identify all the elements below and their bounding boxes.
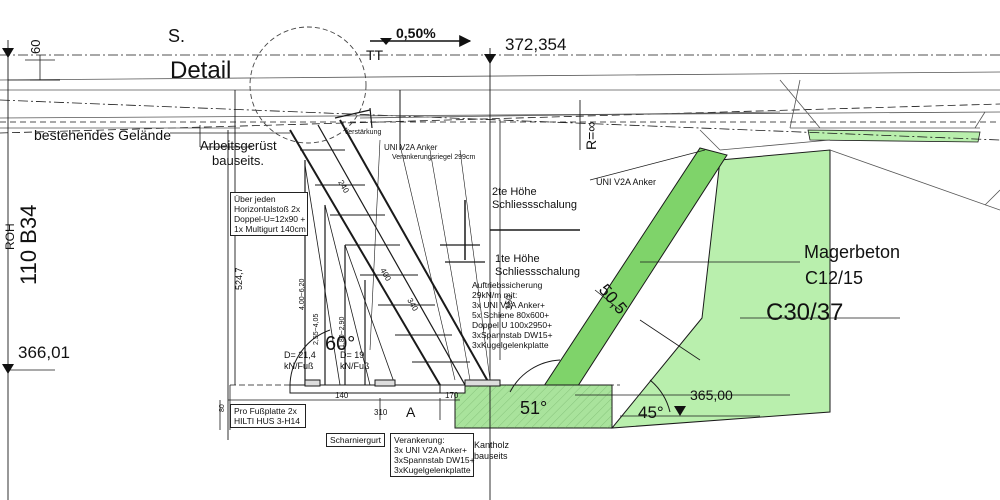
label-b34: 110 B34	[16, 205, 41, 285]
label-dim-350: 350	[504, 295, 514, 310]
note-base-plate: Pro Fußplatte 2x HILTI HUS 3-H14	[230, 404, 306, 428]
label-bestehendes: bestehendes Gelände	[34, 127, 171, 143]
label-s: S.	[168, 26, 185, 46]
label-dim-255-405: 2,55~4,05	[313, 314, 320, 345]
note-line: 3xSpannstab DW15+	[472, 330, 553, 340]
label-arbeitsgeruest-1: Arbeitsgerüst	[200, 138, 277, 153]
label-elev-right: 365,00	[690, 387, 733, 403]
note-line: HILTI HUS 3-H14	[234, 416, 300, 426]
label-dim-80: 80	[219, 404, 226, 412]
label-dim-400-620: 4,00~6,20	[299, 279, 306, 310]
label-d-right-2: kN/Fuß	[340, 361, 370, 371]
note-line: 29kN/m mit:	[472, 290, 518, 300]
note-horizontal-joint: Über jeden Horizontalstoß 2x Doppel-U=12…	[230, 192, 308, 236]
foundation-hatch	[455, 385, 612, 428]
note-line: 3xKugelgelenkplatte	[472, 340, 549, 350]
closing-formwork	[440, 149, 706, 263]
label-schliess1-1: 1te Höhe	[495, 253, 540, 265]
label-angle-60: 60°	[325, 333, 355, 355]
label-dim-60: 60	[28, 40, 43, 54]
detail-circle	[249, 26, 367, 144]
label-dim-340: 340	[405, 297, 420, 314]
note-line: 5x Schiene 80x600+	[472, 310, 550, 320]
label-schliess2-1: 2te Höhe	[492, 186, 537, 198]
note-line: 3xKugelgelenkplatte	[394, 465, 471, 475]
label-dim-180-290: 1,80~2,90	[339, 317, 346, 348]
label-tt: TT	[366, 47, 384, 63]
note-verankerung: Verankerung: 3x UNI V2A Anker+ 3xSpannst…	[390, 433, 475, 477]
magerbeton-fill	[610, 149, 831, 429]
label-schliess2-2: Schliessschalung	[492, 199, 577, 211]
label-d-right-1: D= 19	[340, 350, 364, 360]
note-line: 3xSpannstab DW15+	[394, 455, 475, 465]
note-line: Scharniergurt	[330, 435, 382, 445]
label-slope: 0,50%	[396, 25, 436, 41]
label-angle-51: 51°	[520, 398, 547, 418]
label-dim-140: 140	[335, 391, 349, 400]
note-line: 3x UNI V2A Anker+	[394, 445, 467, 455]
label-d-left-1: D= 21,4	[284, 350, 316, 360]
label-schliess1-2: Schliessschalung	[495, 266, 580, 278]
label-magerbeton-2: C12/15	[805, 268, 863, 288]
angle-arcs	[289, 329, 671, 413]
note-scharniergurt: Scharniergurt	[326, 433, 386, 447]
label-kantholz-2: bauseits	[474, 451, 508, 461]
note-line: Pro Fußplatte 2x	[234, 406, 297, 416]
label-left-fragment: ROH	[3, 223, 17, 250]
label-verstaerkung: Verstärkung	[344, 129, 381, 136]
note-line: Doppel U 100x2950+	[472, 320, 553, 330]
label-uni-anker-top: UNI V2A Anker	[384, 143, 438, 152]
label-magerbeton-1: Magerbeton	[804, 242, 900, 262]
note-auftriebssicherung: Auftriebssicherung 29kN/m mit: 3x UNI V2…	[472, 280, 553, 350]
label-elev-top: 372,354	[505, 35, 566, 54]
note-line: 3x UNI V2A Anker+	[472, 300, 545, 310]
label-uni-anker-right: UNI V2A Anker	[596, 177, 656, 187]
cap-green-strip	[807, 129, 981, 143]
label-angle-45: 45°	[638, 403, 664, 422]
label-verankerung-small: Verankerungsriegel 299cm	[392, 154, 475, 161]
label-detail: Detail	[170, 57, 231, 84]
note-line: 1x Multigurt 140cm	[234, 224, 306, 234]
label-dim-170: 170	[445, 391, 459, 400]
scaffold	[289, 90, 491, 386]
label-elev-left: 366,01	[18, 343, 70, 362]
label-r-inf: R=∞	[583, 122, 599, 150]
label-dim-240: 240	[336, 179, 351, 196]
label-c3037: C30/37	[766, 299, 843, 326]
note-line: Doppel-U=12x90 +	[234, 214, 306, 224]
base-plates	[289, 379, 501, 394]
label-dim-310: 310	[374, 408, 388, 417]
note-line: Auftriebssicherung	[472, 280, 543, 290]
note-line: Verankerung:	[394, 435, 445, 445]
label-d-left-2: kN/Fuß	[284, 361, 314, 371]
label-dim-5247: 524,7	[234, 267, 244, 290]
label-dim-400: 400	[378, 267, 393, 284]
reference-lines	[7, 40, 581, 500]
label-arbeitsgeruest-2: bauseits.	[212, 153, 264, 168]
elevation-markers	[2, 48, 686, 416]
label-kantholz-1: Kantholz	[474, 440, 510, 450]
note-line: Über jeden	[234, 194, 276, 204]
note-line: Horizontalstoß 2x	[234, 204, 301, 214]
label-point-a: A	[406, 404, 416, 420]
dimension-lines	[8, 55, 900, 430]
